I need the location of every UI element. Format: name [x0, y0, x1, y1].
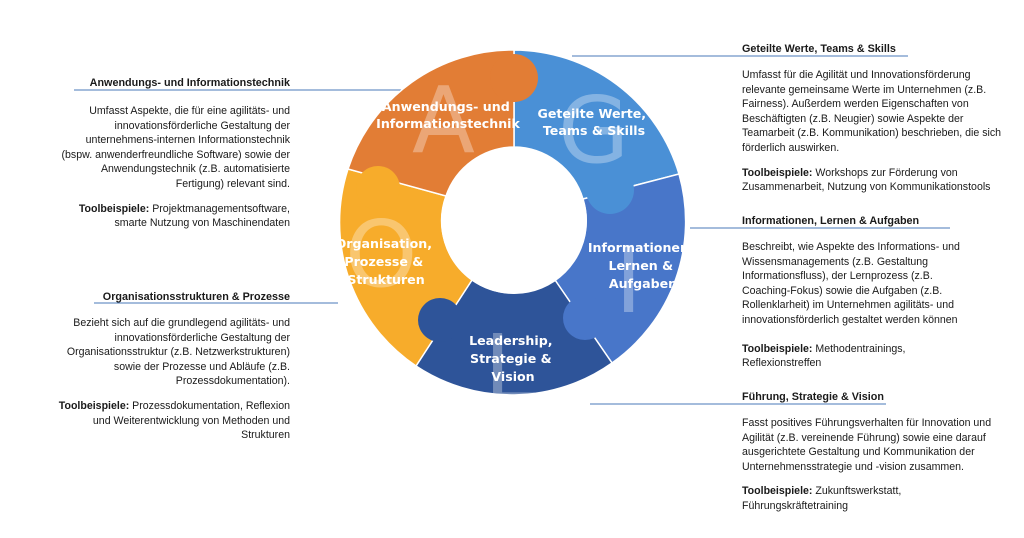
tools-label: Toolbeispiele:	[742, 166, 813, 179]
block-body: Beschreibt, wie Aspekte des Informations…	[742, 241, 960, 326]
knob-A	[490, 54, 538, 102]
block-tools: Toolbeispiele: Methodentrainings, Reflex…	[742, 342, 982, 371]
block-tools: Toolbeispiele: Prozessdokumentation, Ref…	[58, 399, 290, 443]
block-tools: Toolbeispiele: Workshops zur Förderung v…	[742, 166, 1004, 195]
block-title: Informationen, Lernen & Aufgaben	[742, 215, 920, 227]
block-fuehrung: Führung, Strategie & Vision Fasst positi…	[742, 390, 1004, 514]
segment-G	[513, 49, 680, 200]
tools-text: Methodentrainings, Reflexionstreffen	[742, 342, 906, 370]
tools-text: Zukunftswerkstatt, Führungskräftetrainin…	[742, 485, 902, 512]
tools-label: Toolbeispiele:	[742, 485, 813, 498]
block-anwendung: Anwendungs- und Informationstechnik Umfa…	[60, 76, 290, 231]
letter-I: I	[615, 227, 642, 334]
segment-label-I: Informationen, Lernen & Aufgaben	[588, 240, 698, 291]
tools-text: Prozessdokumentation, Reflexion und Weit…	[92, 399, 290, 442]
knob-L	[418, 298, 462, 342]
segment-label-G: Geteilte Werte, Teams & Skills	[538, 106, 651, 138]
letter-A: A	[412, 67, 475, 174]
block-tools: Toolbeispiele: Zukunftswerkstatt, Führun…	[742, 484, 1004, 513]
letter-L: L	[484, 315, 535, 422]
tools-label: Toolbeispiele:	[78, 202, 150, 215]
block-body: Fasst positives Führungsverhalten für In…	[742, 417, 992, 473]
wheel-center	[441, 148, 587, 294]
block-title: Organisationsstrukturen & Prozesse	[102, 291, 290, 303]
segment-label-O: Organisation, Prozesse & Strukturen	[336, 236, 437, 287]
block-tools: Toolbeispiele: Projektmanagementsoftware…	[60, 202, 290, 231]
segment-label-A: Anwendungs- und Informationstechnik	[376, 99, 520, 131]
block-title: Führung, Strategie & Vision	[742, 391, 884, 403]
block-title: Anwendungs- und Informationstechnik	[89, 77, 290, 89]
knob-G	[586, 166, 634, 214]
letter-G: G	[558, 77, 629, 184]
block-informationen: Informationen, Lernen & Aufgaben Beschre…	[742, 214, 982, 371]
letter-O: O	[345, 201, 417, 308]
tools-label: Toolbeispiele:	[58, 399, 130, 412]
block-title: Geteilte Werte, Teams & Skills	[742, 43, 896, 55]
block-body: Umfasst für die Agilität und Innovations…	[742, 69, 1002, 154]
block-geteilt: Geteilte Werte, Teams & Skills Umfasst f…	[742, 42, 1004, 195]
tools-text: Projektmanagementsoftware, smarte Nutzun…	[114, 202, 291, 230]
block-body: Umfasst Aspekte, die für eine agilitäts-…	[61, 105, 290, 190]
tools-label: Toolbeispiele:	[742, 342, 813, 355]
block-body: Bezieht sich auf die grundlegend agilitä…	[66, 317, 290, 388]
knob-I	[563, 296, 607, 340]
block-organisation: Organisationsstrukturen & Prozesse Bezie…	[58, 290, 290, 443]
knob-O	[356, 166, 400, 210]
segment-label-L: Leadership, Strategie & Vision	[469, 333, 557, 384]
tools-text: Workshops zur Förderung von Zusammenarbe…	[742, 166, 991, 194]
